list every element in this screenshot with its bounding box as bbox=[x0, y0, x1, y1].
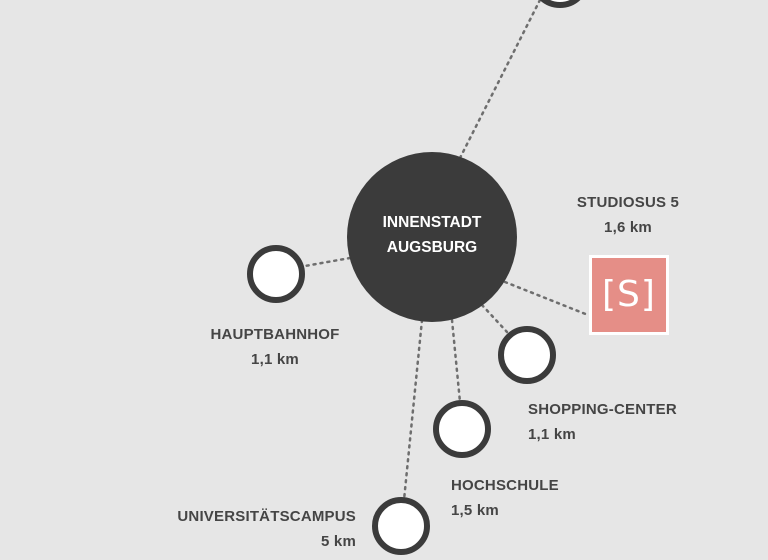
node-shopping[interactable] bbox=[498, 326, 556, 384]
label-hochschule: HOCHSCHULE 1,5 km bbox=[451, 473, 559, 523]
connector-campus bbox=[402, 318, 424, 502]
destination-name: STUDIOSUS 5 bbox=[576, 194, 680, 211]
hub-label-line2: AUGSBURG bbox=[386, 239, 478, 256]
node-hochschule[interactable] bbox=[433, 400, 491, 458]
studiosus-logo[interactable]: [S] bbox=[589, 255, 669, 335]
destination-name: HAUPTBAHNHOF bbox=[210, 326, 340, 343]
node-hauptbahnhof[interactable] bbox=[247, 245, 305, 303]
destination-distance: 1,5 km bbox=[451, 502, 499, 519]
destination-distance: 1,1 km bbox=[528, 426, 576, 443]
hub-label-line1: INNENSTADT bbox=[382, 214, 482, 231]
label-campus: UNIVERSITÄTSCAMPUS 5 km bbox=[140, 504, 356, 554]
label-shopping: SHOPPING-CENTER 1,1 km bbox=[528, 397, 677, 447]
hub-label: INNENSTADT AUGSBURG bbox=[347, 210, 517, 260]
connector-hauptbahnhof bbox=[303, 256, 352, 268]
destination-name: HOCHSCHULE bbox=[451, 477, 559, 494]
node-top-partial bbox=[539, 0, 581, 8]
node-campus[interactable] bbox=[372, 497, 430, 555]
hub-circle bbox=[347, 152, 517, 322]
destination-name: UNIVERSITÄTSCAMPUS bbox=[177, 508, 356, 525]
destination-distance: 5 km bbox=[321, 533, 356, 550]
destination-distance: 1,1 km bbox=[251, 351, 299, 368]
label-hauptbahnhof: HAUPTBAHNHOF 1,1 km bbox=[185, 322, 365, 372]
connector-hochschule bbox=[450, 318, 462, 404]
destination-distance: 1,6 km bbox=[604, 219, 652, 236]
connector-shopping bbox=[480, 303, 509, 334]
label-studiosus: STUDIOSUS 5 1,6 km bbox=[548, 190, 708, 240]
connector-studiosus bbox=[503, 280, 590, 317]
connector-top bbox=[458, 0, 542, 160]
destination-name: SHOPPING-CENTER bbox=[528, 401, 677, 418]
